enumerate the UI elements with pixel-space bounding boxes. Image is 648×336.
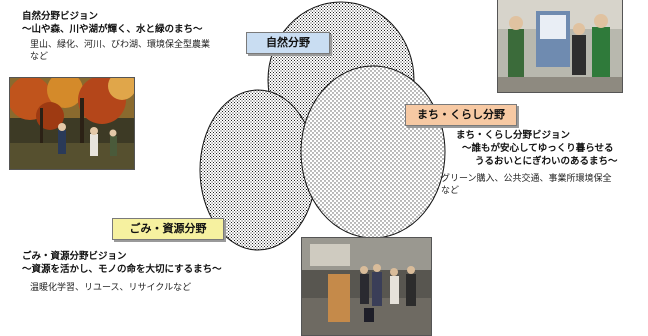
waste-vision-line: ～資源を活かし、モノの命を大切にするまち～ xyxy=(22,264,222,275)
autumn-forest-image xyxy=(10,78,134,169)
nature-vision-line: ～山や森、川や湖が輝く、水と緑のまち～ xyxy=(22,24,203,35)
town-field-label: まち・くらし分野 xyxy=(405,104,517,126)
town-examples-line: グリーン購入、公共交通、事業所環境保全 xyxy=(441,174,612,184)
waste-examples-line: 温暖化学習、リユース、リサイクルなど xyxy=(30,283,192,293)
town-examples-line: など xyxy=(441,186,460,196)
town-ellipse xyxy=(300,65,446,239)
nature-field-label: 自然分野 xyxy=(246,32,330,54)
town-vision-line: ～誰もが安心してゆっくり暮らせる xyxy=(462,143,614,154)
nature-examples-line: など xyxy=(30,52,49,62)
waste-photo xyxy=(301,237,432,336)
nature-vision-title: 自然分野ビジョン xyxy=(22,11,99,22)
town-vision-title: まち・くらし分野ビジョン xyxy=(456,130,571,141)
waste-examples: 温暖化学習、リユース、リサイクルなど xyxy=(30,282,270,294)
town-examples: グリーン購入、公共交通、事業所環境保全 など xyxy=(441,173,641,197)
nature-examples: 里山、緑化、河川、びわ湖、環境保全型農業 など xyxy=(30,39,245,63)
town-vision-line: うるおいとにぎわいのあるまち～ xyxy=(475,156,618,167)
waste-field-label: ごみ・資源分野 xyxy=(112,218,224,240)
nature-photo xyxy=(9,77,135,170)
event-booth-image xyxy=(498,0,622,92)
waste-vision-title: ごみ・資源分野ビジョン xyxy=(22,251,127,262)
nature-examples-line: 里山、緑化、河川、びわ湖、環境保全型農業 xyxy=(30,40,211,50)
town-photo xyxy=(497,0,623,93)
indoor-hall-image xyxy=(302,238,431,335)
